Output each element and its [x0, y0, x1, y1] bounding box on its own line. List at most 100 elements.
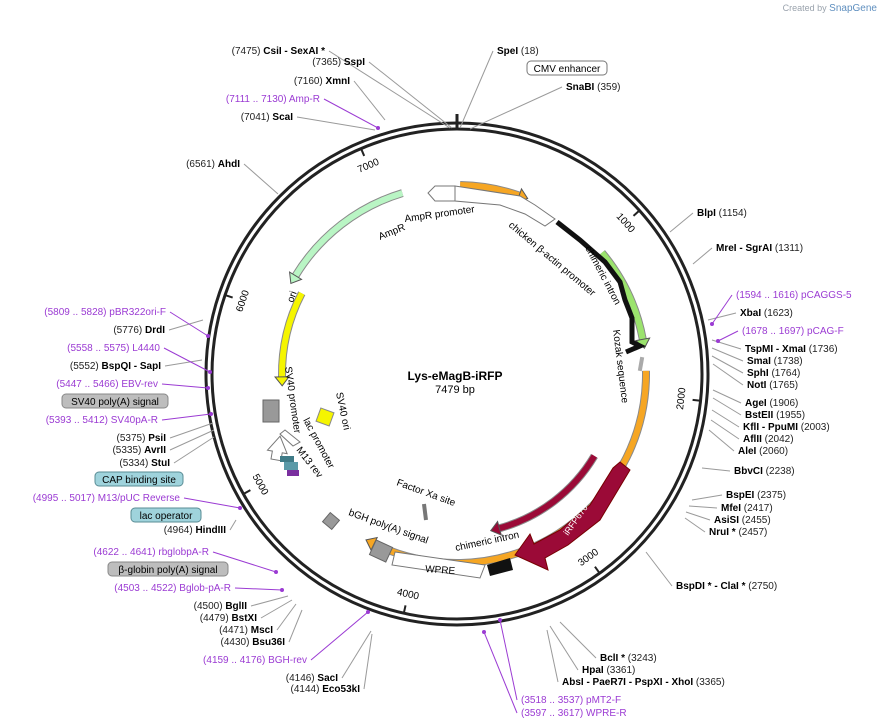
primer-leader	[717, 330, 739, 342]
site-leader	[691, 494, 723, 501]
site-name: SpeI	[497, 46, 518, 57]
primer-name: WPRE-R	[586, 708, 627, 719]
wpre-box	[391, 551, 486, 579]
site-label: (4964) HindIII	[164, 525, 226, 536]
site-label: (4479) BstXI	[200, 613, 257, 624]
primer-leader	[483, 631, 518, 714]
cap-binding-text: CAP binding site	[102, 475, 176, 486]
primer-range: (3597 .. 3617)	[521, 708, 586, 719]
sv40-ori-label: SV40 ori	[333, 391, 352, 431]
site-label: BstEII (1955)	[745, 410, 805, 421]
chimeric-intron-bottom-mark	[487, 558, 513, 576]
site-position: (4500)	[194, 601, 226, 612]
cmv-enhancer-text: CMV enhancer	[534, 64, 601, 75]
site-label: BspDI * - ClaI * (2750)	[676, 581, 777, 592]
site-position: (2238)	[763, 466, 795, 477]
site-label: (7475) CsiI - SexAI *	[232, 46, 325, 57]
primer-name: EBV-rev	[121, 379, 158, 390]
site-position: (6561)	[186, 159, 218, 170]
site-name: BstEII	[745, 410, 774, 421]
tick-mark	[360, 148, 366, 157]
site-name: AsiSI	[714, 515, 739, 526]
site-label: TspMI - XmaI (1736)	[745, 344, 838, 355]
site-name: BlpI	[697, 208, 716, 219]
site-position: (4144)	[291, 684, 323, 695]
primer-range: (7111 .. 7130)	[226, 94, 289, 105]
site-label: MfeI (2417)	[721, 503, 773, 514]
feature-arrowhead	[489, 520, 503, 536]
primer-range: (4159 .. 4176)	[203, 655, 268, 666]
m13-mark	[287, 470, 299, 476]
site-label: (5552) BspQI - SapI	[70, 361, 161, 372]
site-position: (7041)	[241, 112, 273, 123]
primer-label: (5447 .. 5466) EBV-rev	[56, 379, 158, 390]
site-leader	[546, 629, 559, 683]
feature-arc	[460, 182, 521, 199]
tick-mark	[692, 398, 701, 402]
primer-site-mark	[482, 630, 486, 634]
site-label: MreI - SgrAI (1311)	[716, 243, 803, 254]
primer-leader	[499, 619, 518, 701]
site-label: (4430) Bsu36I	[221, 637, 286, 648]
site-name: MreI - SgrAI	[716, 243, 772, 254]
site-name: Eco53kI	[322, 684, 360, 695]
sv40-polya-text: SV40 poly(A) signal	[71, 397, 159, 408]
primer-site-mark	[498, 618, 502, 622]
site-leader	[363, 633, 373, 690]
lac-operator-text: lac operator	[140, 511, 193, 522]
site-name: MfeI	[721, 503, 741, 514]
snapgene-logo-text: SnapGene	[829, 3, 877, 14]
ampr-promoter-label: AmpR promoter	[404, 204, 476, 225]
primer-label: (4159 .. 4176) BGH-rev	[203, 655, 307, 666]
site-position: (4146)	[286, 673, 318, 684]
tick-mark	[242, 489, 251, 495]
primer-name: rbglobpA-R	[158, 547, 209, 558]
site-leader	[684, 517, 706, 533]
bgh-polya-box	[368, 539, 394, 563]
primer-name: L4440	[132, 343, 160, 354]
site-name: BbvCI	[734, 466, 763, 477]
site-label: (4500) BglII	[194, 601, 248, 612]
site-name: ScaI	[272, 112, 293, 123]
site-leader	[353, 80, 386, 121]
site-leader	[712, 389, 742, 404]
site-name: AbsI - PaeR7I - PspXI - XhoI	[562, 677, 693, 688]
primer-range: (5809 .. 5828)	[44, 307, 109, 318]
site-leader	[173, 436, 215, 464]
site-position: (1906)	[767, 398, 799, 409]
chicken-promoter-arrow	[454, 185, 556, 227]
site-label: (5776) DrdI	[113, 325, 165, 336]
primer-label: (7111 .. 7130) Amp-R	[226, 94, 320, 105]
site-position: (359)	[594, 82, 620, 93]
lac-operator-tag: lac operator	[130, 507, 202, 523]
site-label: SpeI (18)	[497, 46, 539, 57]
site-position: (5552)	[70, 361, 102, 372]
site-label: (4146) SacI	[286, 673, 338, 684]
site-label: (7160) XmnI	[294, 76, 350, 87]
primer-label: (3518 .. 3537) pMT2-F	[521, 695, 621, 706]
site-leader	[368, 61, 453, 129]
primer-name: pMT2-F	[586, 695, 621, 706]
site-leader	[341, 630, 372, 679]
feature-arrowhead	[288, 271, 303, 285]
primer-leader	[234, 587, 283, 591]
feature-arc	[279, 291, 305, 377]
factor-xa-mark	[422, 503, 428, 521]
primer-name: BGH-rev	[268, 655, 307, 666]
site-name: BglII	[225, 601, 247, 612]
site-leader	[559, 621, 597, 659]
primer-site-mark	[366, 610, 370, 614]
site-position: (7475)	[232, 46, 264, 57]
site-leader	[459, 50, 494, 129]
site-position: (1623)	[761, 308, 793, 319]
primer-label: (5809 .. 5828) pBR322ori-F	[44, 307, 166, 318]
site-position: (1764)	[769, 368, 801, 379]
primer-label: (1678 .. 1697) pCAG-F	[742, 326, 844, 337]
site-position: (2455)	[739, 515, 771, 526]
primer-range: (5447 .. 5466)	[56, 379, 121, 390]
tick-label: 2000	[675, 387, 688, 411]
primer-name: M13/pUC Reverse	[98, 493, 181, 504]
site-position: (1738)	[771, 356, 803, 367]
plasmid-name: Lys-eMagB-iRFP	[408, 369, 503, 383]
sv40-polya-tag: SV40 poly(A) signal	[61, 393, 169, 409]
